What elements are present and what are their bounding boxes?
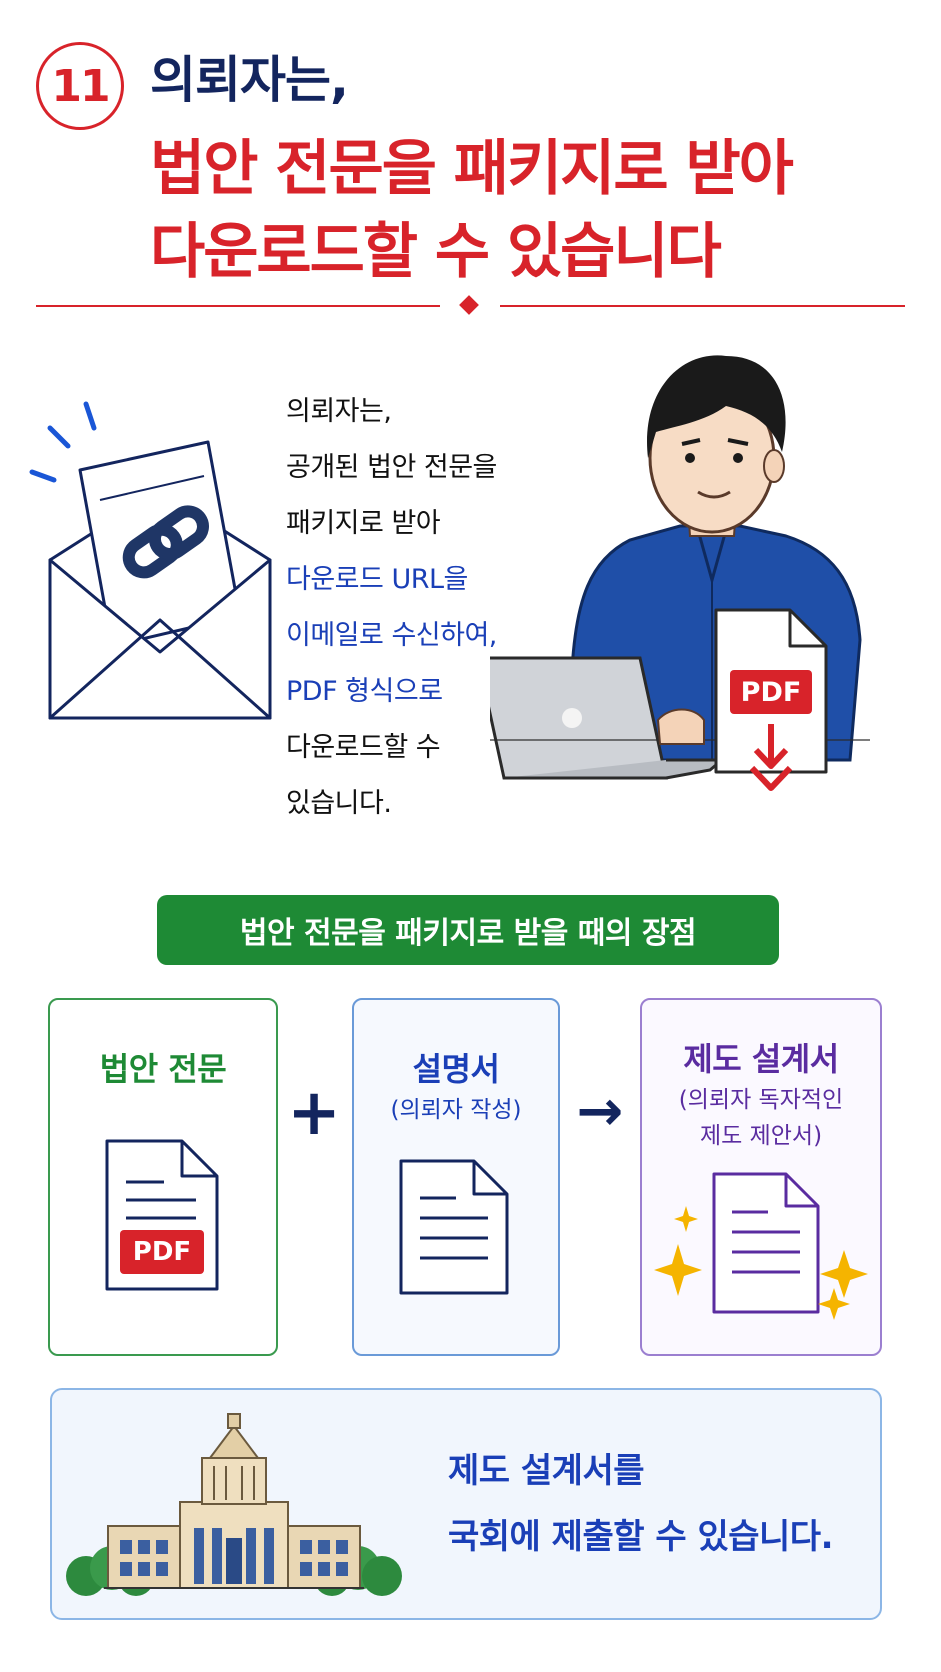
arrow-right-icon: →: [576, 1078, 624, 1144]
pdf-badge: PDF: [120, 1230, 204, 1274]
sparkle-document-icon: [654, 1172, 868, 1320]
pdf-badge: PDF: [730, 670, 812, 714]
card-title: 제도 설계서: [683, 1040, 839, 1078]
document-icon: [399, 1159, 509, 1295]
step-number-badge: 11: [36, 42, 124, 130]
person-laptop-illustration: [490, 355, 870, 780]
plus-icon: +: [287, 1076, 341, 1150]
envelope-link-icon: [29, 401, 272, 720]
document-icon: PDF: [104, 1138, 220, 1292]
pdf-download-icon: PDF: [712, 606, 830, 791]
card-subtitle-line-1: (의뢰자 독자적인: [678, 1087, 844, 1113]
intro-line: 의뢰자는,: [286, 396, 392, 427]
submission-line-2: 국회에 제출할 수 있습니다.: [448, 1517, 834, 1557]
card-explanation: 설명서 (의뢰자 작성): [352, 998, 560, 1356]
intro-line-highlight: PDF 형식으로: [286, 676, 443, 707]
intro-line: 있습니다.: [286, 788, 392, 819]
heading-line-2: 법안 전문을 패키지로 받아: [150, 134, 794, 204]
intro-line: 다운로드할 수: [286, 732, 441, 763]
divider-right: [500, 305, 905, 307]
submission-line-1: 제도 설계서를: [448, 1451, 645, 1491]
card-subtitle-line-2: 제도 제안서): [699, 1123, 823, 1149]
divider-diamond: [459, 295, 479, 315]
submission-message: 제도 설계서를 국회에 제출할 수 있습니다.: [448, 1438, 834, 1570]
parliament-building-illustration: [66, 1413, 402, 1596]
intro-line: 패키지로 받아: [286, 508, 441, 539]
intro-text: 의뢰자는, 공개된 법안 전문을 패키지로 받아 다운로드 URL을 이메일로 …: [286, 384, 497, 832]
card-title: 법안 전문: [99, 1050, 227, 1088]
intro-line: 공개된 법안 전문을: [286, 452, 497, 483]
card-system-design: 제도 설계서 (의뢰자 독자적인 제도 제안서): [640, 998, 882, 1356]
card-title: 설명서: [412, 1050, 500, 1088]
heading-line-3: 다운로드할 수 있습니다: [150, 217, 722, 287]
card-bill-text: 법안 전문 PDF: [48, 998, 278, 1356]
divider-left: [36, 305, 440, 307]
card-subtitle: (의뢰자 작성): [390, 1097, 522, 1123]
section-title: 법안 전문을 패키지로 받을 때의 장점: [157, 895, 779, 965]
heading-line-1: 의뢰자는,: [150, 51, 349, 109]
intro-line-highlight: 이메일로 수신하여,: [286, 620, 497, 651]
intro-line-highlight: 다운로드 URL을: [286, 564, 468, 595]
